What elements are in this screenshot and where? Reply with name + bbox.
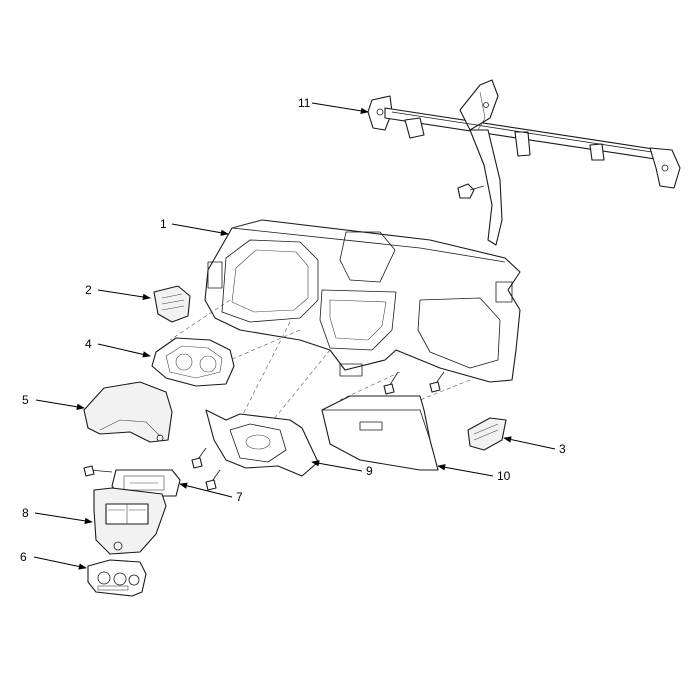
cluster-fascia-panel bbox=[83, 381, 173, 443]
callout-4: 4 bbox=[85, 337, 92, 351]
air-vent-right bbox=[467, 417, 507, 451]
callout-8: 8 bbox=[22, 506, 29, 520]
callout-labels: 11 1 2 3 4 5 6 7 8 9 10 bbox=[20, 96, 566, 564]
callout-6: 6 bbox=[20, 550, 27, 564]
glove-box bbox=[321, 395, 439, 471]
instrument-cluster bbox=[151, 337, 235, 387]
callout-9: 9 bbox=[366, 464, 373, 478]
callout-2: 2 bbox=[85, 283, 92, 297]
callout-11: 11 bbox=[298, 96, 311, 110]
callout-leaders bbox=[33, 102, 556, 570]
main-crash-pad bbox=[204, 219, 521, 395]
callout-5: 5 bbox=[22, 393, 29, 407]
air-vent-left bbox=[153, 285, 191, 323]
callout-3: 3 bbox=[559, 442, 566, 456]
alignment-lines bbox=[169, 299, 471, 431]
lower-crash-pad bbox=[191, 409, 319, 491]
callout-7: 7 bbox=[236, 490, 243, 504]
cowl-cross-bar bbox=[367, 79, 681, 246]
callout-10: 10 bbox=[497, 469, 511, 483]
callout-1: 1 bbox=[160, 217, 167, 231]
heater-control-unit bbox=[87, 559, 147, 597]
center-fascia-panel bbox=[93, 487, 167, 555]
